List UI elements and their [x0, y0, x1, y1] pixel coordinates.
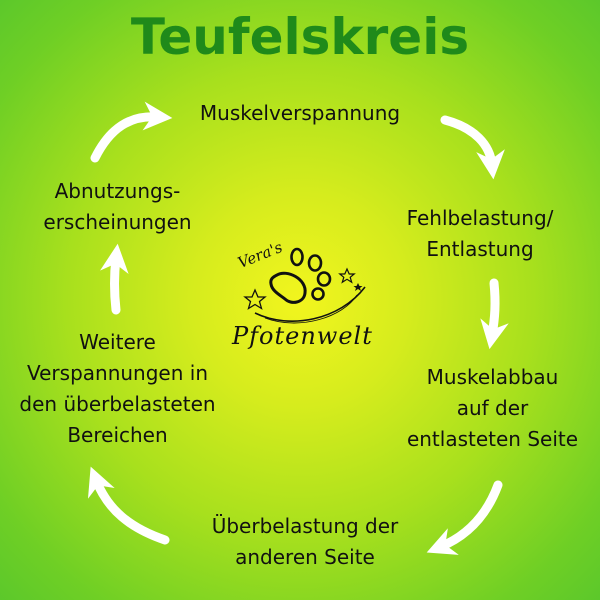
node-ueberbelastung: Überbelastung der anderen Seite	[160, 511, 450, 573]
arrow-muskelabbau-to-ueberbelastung	[426, 480, 503, 555]
node-muskelabbau: Muskelabbau auf der entlasteten Seite	[385, 362, 600, 455]
paw-logo	[243, 247, 366, 324]
arrow-weitere-to-abnutzung	[100, 243, 129, 315]
node-line: anderen Seite	[235, 545, 375, 569]
node-line: erscheinungen	[43, 210, 192, 234]
node-line: auf der	[456, 396, 529, 420]
node-muskelverspannung: Muskelverspannung	[150, 98, 450, 129]
node-line: Bereichen	[67, 423, 168, 447]
node-line: entlasteten Seite	[406, 427, 579, 451]
arrow-verspannung-to-fehlbelastung	[440, 115, 505, 180]
arrow-fehlbelastung-to-muskelabbau	[480, 278, 509, 350]
node-line: Verspannungen in	[27, 361, 208, 385]
node-weitere-verspannungen: Weitere Verspannungen in den überbelaste…	[0, 327, 235, 451]
node-abnutzung: Abnutzungs- erscheinungen	[0, 176, 235, 238]
node-line: den überbelasteten	[19, 392, 216, 416]
node-line: Muskelverspannung	[199, 101, 401, 125]
node-line: Abnutzungs-	[54, 179, 181, 203]
node-line: Überbelastung der	[211, 514, 399, 538]
node-line: Muskelabbau	[426, 365, 559, 389]
node-line: Entlastung	[426, 237, 534, 261]
arrow-abnutzung-to-verspannung	[90, 101, 173, 163]
diagram-title: Teufelskreis	[130, 8, 470, 66]
logo-text-pfotenwelt: Pfotenwelt	[232, 322, 373, 350]
node-fehlbelastung: Fehlbelastung/ Entlastung	[370, 203, 590, 265]
node-line: Fehlbelastung/	[406, 206, 554, 230]
node-line: Weitere	[79, 330, 156, 354]
arrow-ueberbelastung-to-weitere	[87, 466, 170, 545]
